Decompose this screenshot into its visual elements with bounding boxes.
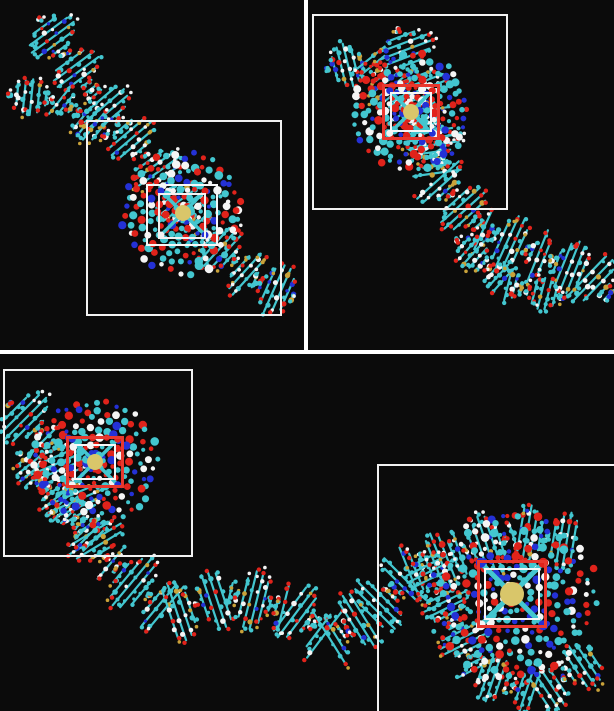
panel-top-left xyxy=(0,0,304,350)
panel-top-right xyxy=(308,0,614,350)
dna-render-top-right xyxy=(323,26,614,314)
dna-render-bottom xyxy=(0,389,605,711)
panel-bottom xyxy=(0,354,614,711)
dna-render-top-left xyxy=(5,13,297,317)
